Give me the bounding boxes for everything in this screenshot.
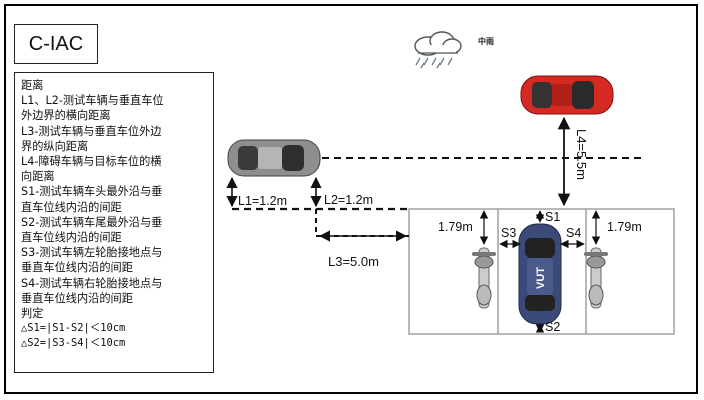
legend-line: S1-测试车辆车头最外沿与垂 xyxy=(21,185,163,199)
legend-line: L1、L2-测试车辆与垂直车位 xyxy=(21,94,164,108)
vut-label: VUT xyxy=(535,267,547,289)
legend-criteria: △S2=|S3-S4|＜10cm xyxy=(21,337,126,350)
logo-text: C-IAC xyxy=(28,32,84,55)
legend-line: S3-测试车辆左轮胎接地点与 xyxy=(21,246,163,260)
legend-line: 直车位线内沿的间距 xyxy=(21,231,122,245)
legend-line: 外边界的横向距离 xyxy=(21,109,111,123)
legend-line: S4-测试车辆右轮胎接地点与 xyxy=(21,276,163,290)
legend-line: 向距离 xyxy=(21,170,55,184)
legend-line: 距离 xyxy=(21,79,44,92)
legend-line: 直车位线内沿的间距 xyxy=(21,200,122,214)
l4-label: L4=5.5m xyxy=(574,129,589,180)
legend-line: 垂直车位线内沿的间距 xyxy=(21,261,133,275)
legend-line: 界的纵向距离 xyxy=(21,139,89,153)
l2-label: L2=1.2m xyxy=(324,193,373,207)
s4-label: S4 xyxy=(566,226,581,240)
legend-line: 垂直车位线内沿的间距 xyxy=(21,291,133,305)
rain-cloud-icon xyxy=(414,31,462,69)
l1-label: L1=1.2m xyxy=(238,194,287,208)
moto-right-label: 1.79m xyxy=(607,220,642,234)
legend-box: 距离 L1、L2-测试车辆与垂直车位 外边界的横向距离 L3-测试车辆与垂直车位… xyxy=(14,72,214,373)
diagram-frame xyxy=(4,4,698,394)
motorcycle-left xyxy=(472,247,496,309)
motorcycle-right xyxy=(584,247,608,309)
moto-left-label: 1.79m xyxy=(438,220,473,234)
s3-label: S3 xyxy=(501,226,516,240)
l3-label: L3=5.0m xyxy=(328,254,379,269)
legend-criteria: △S1=|S1-S2|＜10cm xyxy=(21,322,126,335)
vut-car: VUT xyxy=(518,223,562,325)
weather-label: 中雨 xyxy=(478,37,494,46)
legend-line: L3-测试车辆与垂直车位外边 xyxy=(21,124,162,138)
s2-label: S2 xyxy=(545,320,560,334)
logo-box: C-IAC xyxy=(14,24,98,64)
test-car xyxy=(227,139,321,177)
legend-line: S2-测试车辆车尾最外沿与垂 xyxy=(21,215,163,229)
s1-label: S1 xyxy=(545,210,560,224)
legend-line: L4-障碍车辆与目标车位的横 xyxy=(21,155,162,169)
legend-line: 判定 xyxy=(21,307,44,321)
obstacle-car xyxy=(520,75,614,115)
